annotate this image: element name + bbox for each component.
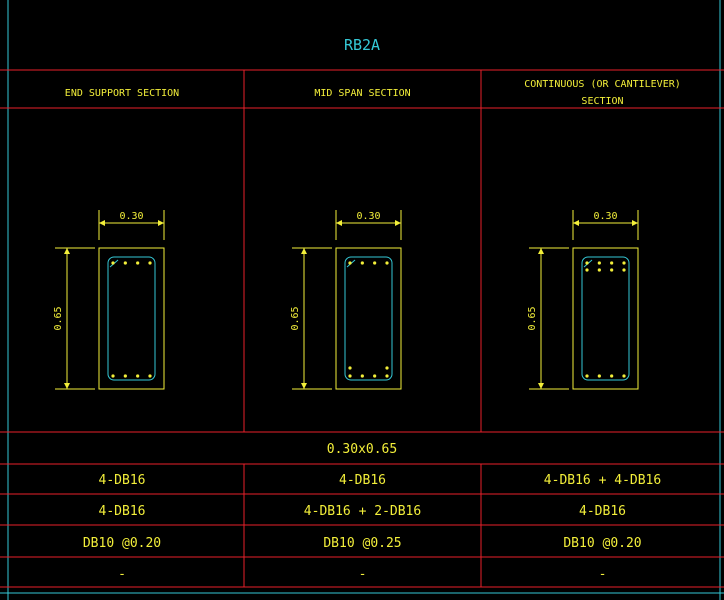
width-dim-arrow-left <box>99 220 105 226</box>
top-bar <box>360 261 364 265</box>
width-dim-arrow-left <box>573 220 579 226</box>
height-dim-arrow-bottom <box>538 383 544 389</box>
bottom-bar <box>148 374 152 378</box>
top-reinforcement-col-2: 4-DB16 <box>339 473 386 488</box>
schedule-grid <box>0 69 724 588</box>
extra-col-3: - <box>599 567 607 582</box>
bottom-bar <box>373 374 377 378</box>
top-reinforcement-col-1: 4-DB16 <box>99 473 146 488</box>
bottom-bar-row2 <box>348 366 352 370</box>
bottom-reinforcement-col-1: 4-DB16 <box>99 504 146 519</box>
stirrups-col-2: DB10 @0.25 <box>323 536 401 551</box>
section-drawings: 0.30 0.65 0.30 0.65 0.30 0.65 <box>53 210 639 390</box>
top-bar-row2 <box>622 268 626 272</box>
width-dim-arrow-right <box>395 220 401 226</box>
top-bar <box>385 261 389 265</box>
extra-col-2: - <box>359 567 367 582</box>
top-bar-row2 <box>585 268 589 272</box>
height-dim-label: 0.65 <box>290 306 301 330</box>
bottom-bar <box>360 374 364 378</box>
bottom-reinforcement-col-3: 4-DB16 <box>579 504 626 519</box>
bottom-bar <box>385 374 389 378</box>
height-dim-arrow-top <box>301 248 307 254</box>
top-bar <box>111 261 115 265</box>
beam-section-3: 0.30 0.65 <box>527 210 639 390</box>
bottom-bar <box>622 374 626 378</box>
stirrups-col-1: DB10 @0.20 <box>83 536 161 551</box>
width-dim-arrow-left <box>336 220 342 226</box>
width-dim-arrow-right <box>632 220 638 226</box>
bottom-bar-row2 <box>385 366 389 370</box>
bottom-bar <box>111 374 115 378</box>
height-dim-arrow-bottom <box>301 383 307 389</box>
schedule-title: RB2A <box>344 36 380 54</box>
bottom-bar <box>597 374 601 378</box>
schedule-rows: 4-DB16 4-DB16 4-DB16 + 4-DB16 4-DB16 4-DB16 … <box>83 473 661 582</box>
column-header-1-line-1: END SUPPORT SECTION <box>65 88 179 99</box>
top-bar <box>123 261 127 265</box>
stirrup <box>107 256 156 381</box>
top-bar <box>610 261 614 265</box>
column-header-3-line-2: SECTION <box>581 96 623 107</box>
height-dim-label: 0.65 <box>53 306 64 330</box>
top-bar <box>597 261 601 265</box>
stirrup <box>344 256 393 381</box>
concrete-outline <box>572 247 639 390</box>
stirrups-col-3: DB10 @0.20 <box>563 536 641 551</box>
column-header-3-line-1: CONTINUOUS (OR CANTILEVER) <box>524 79 681 90</box>
beam-section-2: 0.30 0.65 <box>290 210 402 390</box>
section-size-value: 0.30x0.65 <box>327 442 397 457</box>
bottom-bar <box>123 374 127 378</box>
bottom-bar <box>610 374 614 378</box>
top-bar <box>136 261 140 265</box>
width-dim-label: 0.30 <box>593 211 617 222</box>
top-bar-row2 <box>610 268 614 272</box>
width-dim-label: 0.30 <box>119 211 143 222</box>
height-dim-arrow-top <box>538 248 544 254</box>
width-dim-arrow-right <box>158 220 164 226</box>
height-dim-arrow-bottom <box>64 383 70 389</box>
top-bar <box>585 261 589 265</box>
top-bar-row2 <box>597 268 601 272</box>
top-bar <box>148 261 152 265</box>
height-dim-arrow-top <box>64 248 70 254</box>
bottom-bar <box>136 374 140 378</box>
concrete-outline <box>98 247 165 390</box>
top-bar <box>622 261 626 265</box>
top-bar <box>373 261 377 265</box>
height-dim-label: 0.65 <box>527 306 538 330</box>
width-dim-label: 0.30 <box>356 211 380 222</box>
beam-section-1: 0.30 0.65 <box>53 210 165 390</box>
top-reinforcement-col-3: 4-DB16 + 4-DB16 <box>544 473 661 488</box>
column-headers: END SUPPORT SECTION MID SPAN SECTION CONTI… <box>65 79 681 107</box>
top-bar <box>348 261 352 265</box>
column-header-2-line-1: MID SPAN SECTION <box>314 88 410 99</box>
bottom-bar <box>348 374 352 378</box>
bottom-reinforcement-col-2: 4-DB16 + 2-DB16 <box>304 504 421 519</box>
stirrup <box>581 256 630 381</box>
extra-col-1: - <box>118 567 126 582</box>
concrete-outline <box>335 247 402 390</box>
bottom-bar <box>585 374 589 378</box>
